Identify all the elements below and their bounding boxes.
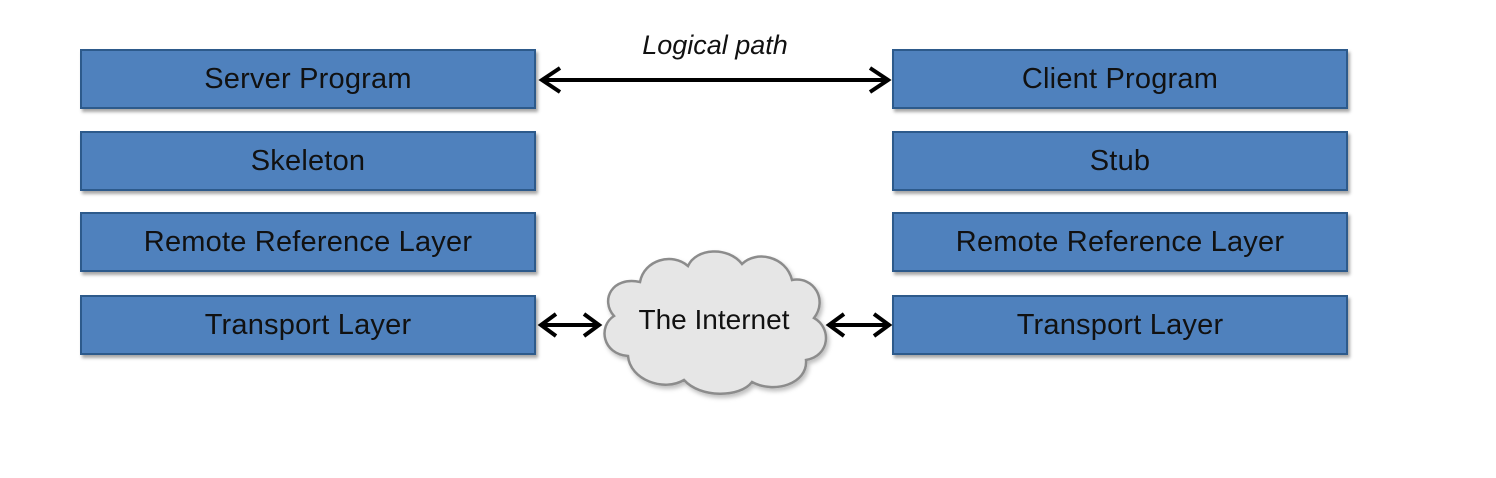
stub-box: Stub bbox=[892, 131, 1348, 191]
logical-path-label: Logical path bbox=[642, 30, 788, 60]
internet-cloud-icon bbox=[603, 250, 828, 395]
client-remote-reference-layer-box: Remote Reference Layer bbox=[892, 212, 1348, 272]
server-transport-layer-box: Transport Layer bbox=[80, 295, 536, 355]
client-program-box: Client Program bbox=[892, 49, 1348, 109]
internet-client-arrow bbox=[825, 312, 893, 338]
internet-label: The Internet bbox=[638, 304, 790, 335]
client-transport-layer-box: Transport Layer bbox=[892, 295, 1348, 355]
server-remote-reference-layer-box: Remote Reference Layer bbox=[80, 212, 536, 272]
server-program-box: Server Program bbox=[80, 49, 536, 109]
server-internet-arrow bbox=[537, 312, 603, 338]
logical-path-arrow bbox=[538, 66, 892, 94]
skeleton-box: Skeleton bbox=[80, 131, 536, 191]
